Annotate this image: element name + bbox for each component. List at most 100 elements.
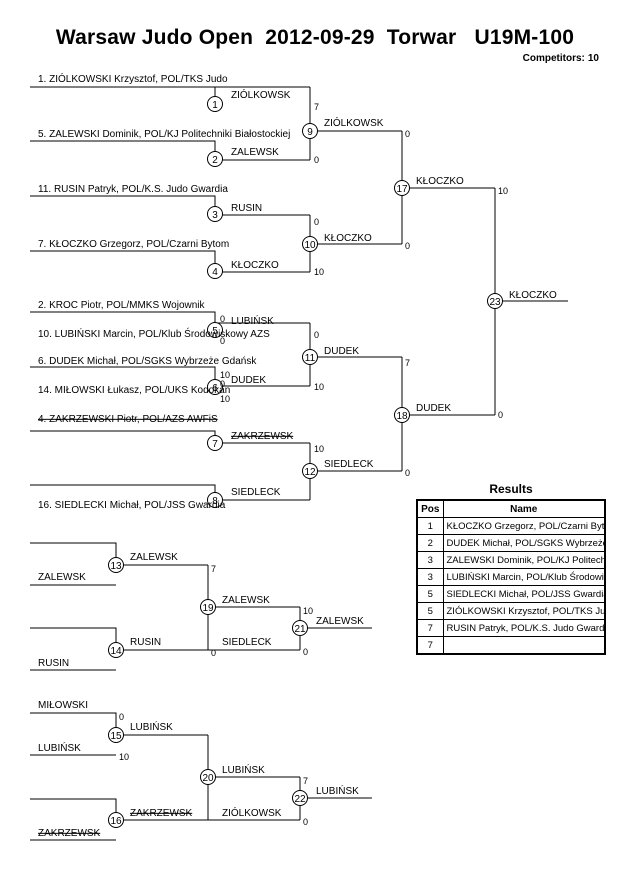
entry-name: 14. MIŁOWSKI Łukasz, POL/UKS Kodokan: [38, 385, 230, 396]
match-circle[interactable]: [200, 599, 216, 615]
entry-name: 4. ZAKRZEWSKI Piotr, POL/AZS AWFiS: [38, 414, 218, 425]
match-circle[interactable]: [302, 349, 318, 365]
match-number: 14: [110, 646, 122, 657]
winner-label: ZIÓLKOWSK: [231, 88, 291, 101]
winner-label: ZIÓLKOWSK: [324, 116, 384, 129]
result-pos: 7: [416, 619, 444, 637]
winner-label: LUBIŃSK: [130, 720, 173, 733]
match-circle[interactable]: [292, 620, 308, 636]
winner-label: SIEDLECK: [231, 487, 281, 498]
match-circle[interactable]: [207, 206, 223, 222]
entry-name: 6. DUDEK Michał, POL/SGKS Wybrzeże Gdańs…: [38, 356, 257, 367]
match-circle[interactable]: [394, 180, 410, 196]
score: 10: [220, 370, 230, 380]
results-title: Results: [489, 482, 533, 496]
match-number: 18: [396, 411, 408, 422]
score: 0: [220, 336, 225, 346]
match-circle[interactable]: [302, 463, 318, 479]
result-name: RUSIN Patryk, POL/K.S. Judo Gwardia: [442, 619, 606, 637]
match-circle[interactable]: [207, 379, 223, 395]
match-circle[interactable]: [207, 435, 223, 451]
match-number: 15: [110, 731, 122, 742]
score: 10: [119, 752, 129, 762]
match-circle[interactable]: [108, 812, 124, 828]
score: 7: [211, 564, 216, 574]
match-circle[interactable]: [207, 263, 223, 279]
match-circle[interactable]: [207, 151, 223, 167]
winner-label: LUBIŃSK: [231, 314, 274, 327]
winner-label: ZALEWSK: [222, 595, 270, 606]
match-number: 4: [212, 267, 218, 278]
score: 0: [303, 647, 308, 657]
score: 0: [211, 648, 216, 658]
match-circle[interactable]: [200, 769, 216, 785]
drop-in-label: SIEDLECK: [222, 637, 272, 648]
competitors-label: Competitors:: [522, 53, 585, 64]
result-pos: 3: [416, 568, 444, 586]
entry-name: 5. ZALEWSKI Dominik, POL/KJ Politechniki…: [38, 129, 290, 140]
score: 0: [498, 410, 503, 420]
match-number: 10: [304, 240, 316, 251]
winner-label: DUDEK: [324, 346, 359, 357]
match-number: 11: [305, 353, 316, 364]
match-number: 13: [110, 561, 122, 572]
result-pos: 2: [416, 534, 444, 552]
repechage-seed: ZAKRZEWSK: [38, 828, 101, 839]
match-circle[interactable]: [108, 727, 124, 743]
match-circle[interactable]: [207, 96, 223, 112]
match-number: 19: [202, 603, 214, 614]
results-header-row: Pos Name: [416, 499, 606, 518]
score: 10: [498, 186, 508, 196]
entry-name: 1. ZIÓLKOWSKI Krzysztof, POL/TKS Judo: [38, 72, 228, 85]
match-circle[interactable]: [207, 322, 223, 338]
match-number: 17: [396, 184, 408, 195]
winner-label: DUDEK: [231, 375, 266, 386]
winner-label: ZAKRZEWSK: [231, 431, 294, 442]
result-pos: 5: [416, 602, 444, 620]
competitors-value: 10: [587, 53, 599, 64]
winner-label: ZALEWSK: [316, 616, 364, 627]
match-number: 12: [304, 467, 316, 478]
match-circle[interactable]: [302, 236, 318, 252]
match-circle[interactable]: [207, 492, 223, 508]
match-number: 1: [212, 100, 218, 111]
result-pos: 3: [416, 551, 444, 569]
match-circle[interactable]: [302, 123, 318, 139]
repechage-seed: ZALEWSK: [38, 572, 86, 583]
winner-label: KŁOCZKO: [324, 233, 372, 244]
match-number: 16: [110, 816, 122, 827]
match-circle[interactable]: [108, 642, 124, 658]
competitors-count: Competitors:10: [520, 53, 599, 64]
result-name: [442, 636, 606, 655]
score: 0: [220, 314, 225, 324]
score: 10: [314, 267, 324, 277]
result-name: KŁOCZKO Grzegorz, POL/Czarni Bytom: [442, 517, 606, 535]
winner-label: ZALEWSK: [231, 147, 279, 158]
winner-label: RUSIN: [130, 637, 161, 648]
match-circle[interactable]: [292, 790, 308, 806]
score: 7: [314, 102, 319, 112]
entry-name: 7. KŁOCZKO Grzegorz, POL/Czarni Bytom: [38, 239, 229, 250]
winner-label: ZALEWSK: [130, 552, 178, 563]
score: 0: [405, 129, 410, 139]
match-circle[interactable]: [394, 407, 410, 423]
match-circle[interactable]: [487, 293, 503, 309]
entry-name: 2. KROC Piotr, POL/MMKS Wojownik: [38, 300, 206, 311]
entry-name: 10. LUBIŃSKI Marcin, POL/Klub Środowisko…: [38, 327, 270, 340]
winner-label: KŁOCZKO: [416, 176, 464, 187]
match-circle[interactable]: [108, 557, 124, 573]
results-header-name: Name: [442, 499, 606, 518]
winner-label: SIEDLECK: [324, 459, 374, 470]
match-number: 2: [212, 155, 218, 166]
match-number: 6: [212, 383, 218, 394]
score: 0: [220, 379, 225, 389]
score: 0: [314, 217, 319, 227]
results-header-pos: Pos: [416, 499, 444, 518]
match-number: 22: [294, 794, 306, 805]
score: 7: [405, 358, 410, 368]
score: 10: [314, 444, 324, 454]
